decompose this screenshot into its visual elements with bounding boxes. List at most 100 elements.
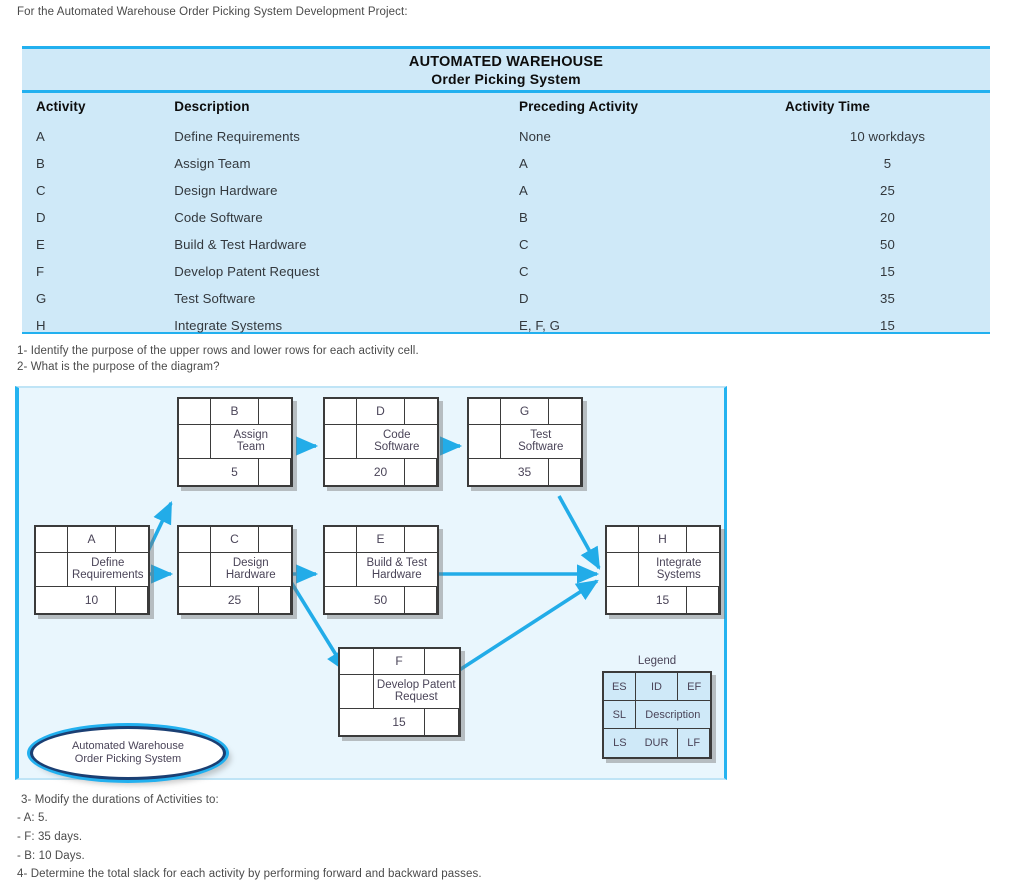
legend-cell-lf: LF bbox=[678, 729, 710, 757]
project-ellipse: Automated Warehouse Order Picking System bbox=[30, 726, 226, 780]
cell-activity: F bbox=[36, 264, 45, 279]
question-3-item-a: - A: 5. bbox=[17, 812, 48, 824]
legend-cell-ef: EF bbox=[678, 673, 710, 701]
cell-preceding: C bbox=[518, 237, 529, 252]
node-g-es-cell bbox=[469, 399, 501, 426]
header-description: Description bbox=[174, 99, 250, 114]
cell-description: Develop Patent Request bbox=[174, 264, 320, 279]
node-e-ls-cell bbox=[325, 587, 357, 613]
table-header-row: Activity Description Preceding Activity … bbox=[22, 95, 990, 123]
question-1: 1- Identify the purpose of the upper row… bbox=[17, 345, 419, 357]
node-c-dur-cell: 25 bbox=[211, 586, 260, 613]
node-d-ls-cell bbox=[325, 459, 357, 485]
node-h-lf-cell bbox=[687, 586, 719, 613]
question-4: 4- Determine the total slack for each ac… bbox=[17, 868, 482, 880]
node-a-sl-cell bbox=[36, 553, 68, 587]
table-title-line1: AUTOMATED WAREHOUSE bbox=[408, 54, 604, 70]
node-b-dur-cell: 5 bbox=[211, 458, 260, 485]
node-desc-line2: Systems bbox=[656, 569, 701, 582]
node-desc-line1: Define bbox=[91, 556, 125, 569]
node-b-sl-cell bbox=[179, 425, 211, 459]
cell-preceding: D bbox=[518, 291, 529, 306]
table-bottom-rule bbox=[22, 332, 990, 334]
cell-activity: C bbox=[36, 183, 46, 198]
node-f-ls-cell bbox=[340, 709, 374, 735]
node-desc-line2: Hardware bbox=[225, 569, 276, 582]
cell-description: Test Software bbox=[174, 291, 256, 306]
question-3-item-f: - F: 35 days. bbox=[17, 831, 83, 843]
legend: Legend ES ID EF SL Description LS DUR LF bbox=[602, 655, 712, 759]
node-b-id-cell: B bbox=[210, 399, 260, 426]
node-e-lf-cell bbox=[405, 586, 437, 613]
node-desc-line2: Software bbox=[374, 441, 420, 454]
node-d-ef-cell bbox=[405, 399, 437, 426]
cell-description: Code Software bbox=[174, 210, 263, 225]
legend-cell-id: ID bbox=[635, 673, 679, 701]
node-c-lf-cell bbox=[259, 586, 291, 613]
cell-preceding: E, F, G bbox=[518, 318, 560, 333]
node-g-ef-cell bbox=[549, 399, 581, 426]
cell-activity: A bbox=[36, 129, 45, 144]
cell-time: 5 bbox=[883, 156, 892, 171]
node-c-ef-cell bbox=[259, 527, 291, 554]
node-b-lf-cell bbox=[259, 458, 291, 485]
node-c-ls-cell bbox=[179, 587, 211, 613]
cell-preceding: C bbox=[518, 264, 529, 279]
table-top-rule bbox=[22, 46, 990, 49]
cell-activity: D bbox=[36, 210, 46, 225]
project-ellipse-line1: Automated Warehouse bbox=[71, 740, 185, 752]
question-3: 3- Modify the durations of Activities to… bbox=[21, 794, 219, 806]
cell-time: 10 workdays bbox=[849, 129, 926, 144]
node-desc-line1: Integrate bbox=[656, 556, 702, 569]
project-ellipse-text: Automated Warehouse Order Picking System bbox=[72, 740, 184, 766]
node-g-sl-cell bbox=[469, 425, 501, 459]
node-g-lf-cell bbox=[549, 458, 581, 485]
cell-activity: B bbox=[36, 156, 45, 171]
node-h-ls-cell bbox=[607, 587, 639, 613]
cell-activity: H bbox=[36, 318, 46, 333]
node-e-dur-cell: 50 bbox=[357, 586, 406, 613]
node-desc-line1: Develop Patent bbox=[376, 678, 456, 691]
header-activity: Activity bbox=[36, 99, 86, 114]
cell-time: 25 bbox=[880, 183, 895, 198]
node-desc-line1: Code bbox=[383, 428, 411, 441]
node-f-ef-cell bbox=[425, 649, 459, 676]
node-e-ef-cell bbox=[405, 527, 437, 554]
cell-time: 50 bbox=[880, 237, 895, 252]
node-d-id-cell: D bbox=[356, 399, 406, 426]
cell-preceding: A bbox=[518, 156, 528, 171]
intro-text: For the Automated Warehouse Order Pickin… bbox=[17, 6, 408, 18]
node-d-lf-cell bbox=[405, 458, 437, 485]
question-3-item-b: - B: 10 Days. bbox=[17, 850, 85, 862]
node-e-sl-cell bbox=[325, 553, 357, 587]
node-d-sl-cell bbox=[325, 425, 357, 459]
node-desc-line1: Test bbox=[530, 428, 552, 441]
node-d-dur-cell: 20 bbox=[357, 458, 406, 485]
legend-cell-es: ES bbox=[604, 673, 636, 701]
node-d-es-cell bbox=[325, 399, 357, 426]
node-b-ls-cell bbox=[179, 459, 211, 485]
node-g-ls-cell bbox=[469, 459, 501, 485]
node-desc-line2: Request bbox=[394, 691, 438, 704]
table-title-line2: Order Picking System bbox=[431, 71, 581, 87]
node-h-sl-cell bbox=[607, 553, 639, 587]
node-e-es-cell bbox=[325, 527, 357, 554]
